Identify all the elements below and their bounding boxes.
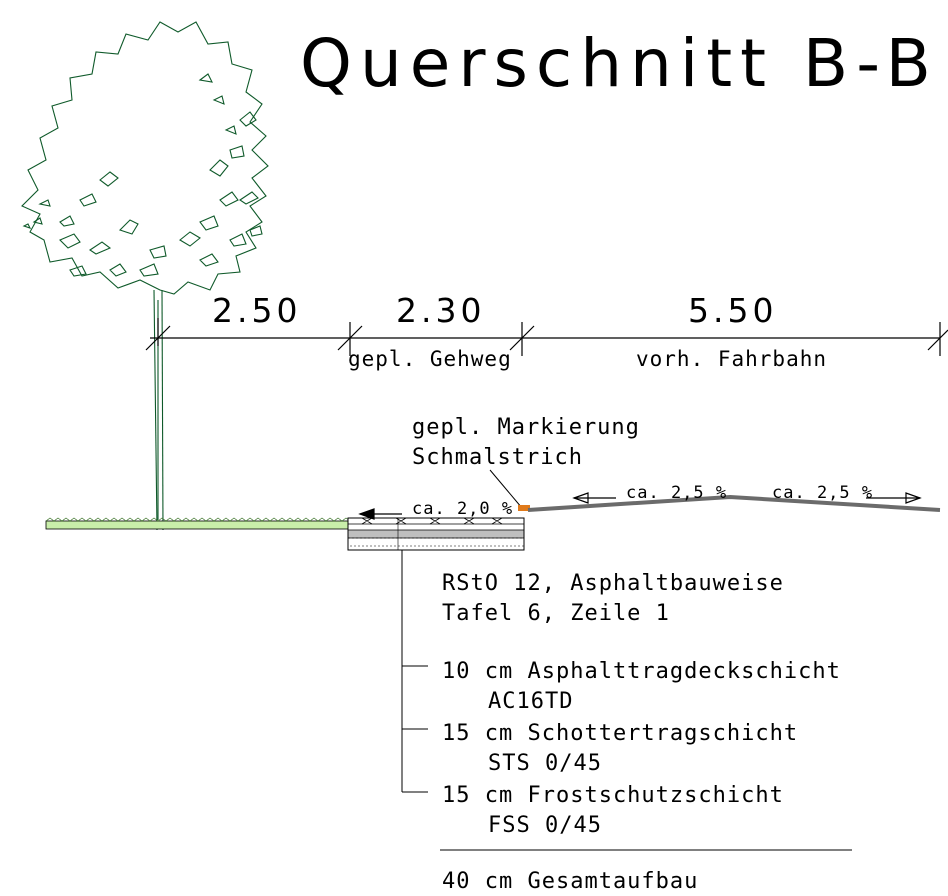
road-surface xyxy=(527,494,941,512)
dimension-line xyxy=(145,318,948,356)
dimension-label-gehweg: gepl. Gehweg xyxy=(348,347,512,371)
slope-sidewalk: ca. 2,0 % xyxy=(412,499,513,519)
dimension-label-fahrbahn: vorh. Fahrbahn xyxy=(636,347,827,371)
layer-1-text: 10 cm Asphalttragdeckschicht xyxy=(442,659,841,684)
standard-line1: RStO 12, Asphaltbauweise xyxy=(442,571,784,596)
layer-1-sub: AC16TD xyxy=(488,689,573,714)
total-buildup: 40 cm Gesamtaufbau xyxy=(442,869,698,894)
dimension-value-1: 2.50 xyxy=(212,291,301,330)
layer-3-sub: FSS 0/45 xyxy=(488,813,602,838)
drawing-title: Querschnitt B-B xyxy=(300,25,939,102)
marking-stripe xyxy=(518,505,530,511)
sidewalk-section xyxy=(347,517,525,551)
layer-2-text: 15 cm Schottertragschicht xyxy=(442,721,798,746)
layer-2-sub: STS 0/45 xyxy=(488,751,602,776)
layer-3-text: 15 cm Frostschutzschicht xyxy=(442,783,784,808)
grass-texture xyxy=(45,517,367,522)
dimension-value-3: 5.50 xyxy=(688,291,777,330)
dimension-value-2: 2.30 xyxy=(396,291,485,330)
marking-leader xyxy=(489,469,523,509)
slope-arrows xyxy=(358,492,922,520)
leaf-clusters xyxy=(22,73,263,277)
slope-road-left: ca. 2,5 % xyxy=(626,483,727,503)
tree-crown xyxy=(21,21,269,295)
tree-symbol xyxy=(21,21,269,531)
standard-line2: Tafel 6, Zeile 1 xyxy=(442,601,670,626)
marking-note-line2: Schmalstrich xyxy=(412,445,583,470)
layer-callout xyxy=(401,550,428,793)
slope-road-right: ca. 2,5 % xyxy=(772,483,873,503)
grass-strip xyxy=(45,520,349,530)
marking-note-line1: gepl. Markierung xyxy=(412,415,640,440)
